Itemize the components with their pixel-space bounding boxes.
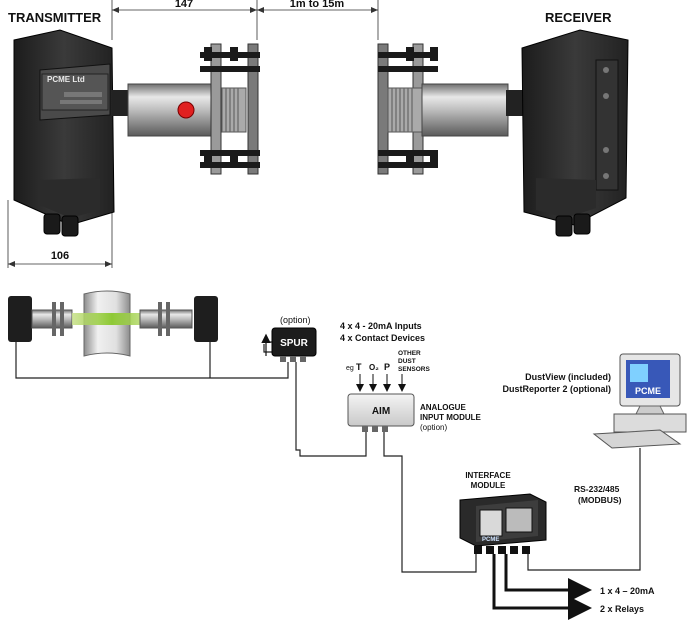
output-relays-label: 2 x Relays (600, 604, 644, 614)
aim-desc-3: (option) (420, 423, 447, 432)
transmitter-mounting-tube (127, 43, 260, 175)
status-led-icon (177, 101, 195, 119)
sensor-input-arrows (356, 374, 406, 392)
output-lines (492, 554, 592, 620)
aim-desc-1: ANALOGUE (420, 403, 466, 412)
dimension-106: 106 (7, 200, 113, 268)
aim-label: AIM (372, 406, 390, 417)
inputs-line-2: 4 x Contact Devices (340, 333, 425, 343)
comms-label-1: RS-232/485 (574, 484, 620, 494)
dim-range-label: 1m to 15m (290, 0, 345, 10)
sensor-o2: O₂ (369, 363, 379, 372)
spur-label: SPUR (280, 338, 309, 349)
dimension-range: 1m to 15m (257, 0, 379, 40)
receiver-unit (521, 29, 629, 237)
receiver-title: RECEIVER (545, 10, 612, 25)
spur-box: SPUR (271, 327, 317, 362)
aim-box: AIM (347, 393, 415, 432)
comms-label-2: (MODBUS) (578, 495, 622, 505)
transmitter-unit: PCME Ltd (13, 29, 130, 237)
pc-brand: PCME (635, 386, 661, 396)
other-sensors-3: SENSORS (398, 366, 430, 373)
sensor-t: T (356, 362, 362, 372)
inputs-line-1: 4 x 4 - 20mA Inputs (340, 321, 422, 331)
aim-desc-2: INPUT MODULE (420, 413, 482, 422)
wiring (15, 341, 641, 573)
interface-module: PCME (459, 493, 547, 554)
spur-option-label: (option) (280, 315, 311, 325)
interface-brand: PCME (482, 537, 499, 543)
duct-section (72, 290, 152, 357)
output-analog-label: 1 x 4 – 20mA (600, 586, 655, 596)
receiver-mounting-tube (377, 43, 524, 175)
interface-label-1: INTERFACE (465, 471, 511, 480)
other-sensors-1: OTHER (398, 350, 421, 357)
mini-transmitter (8, 296, 73, 342)
sensor-eg: eg (346, 365, 354, 372)
sensor-p: P (384, 362, 390, 372)
transmitter-title: TRANSMITTER (8, 10, 102, 25)
plate-brand: PCME Ltd (47, 75, 85, 84)
dim-width-label: 106 (51, 250, 69, 262)
software-label-1: DustView (included) (525, 372, 611, 382)
other-sensors-2: DUST (398, 358, 416, 365)
mini-receiver (139, 296, 218, 342)
dim-flange-label: 147 (175, 0, 193, 10)
software-label-2: DustReporter 2 (optional) (502, 384, 611, 394)
interface-label-2: MODULE (471, 481, 506, 490)
pc-workstation: PCME (592, 353, 687, 449)
dimension-147: 147 (111, 0, 258, 40)
light-beam (72, 313, 152, 325)
